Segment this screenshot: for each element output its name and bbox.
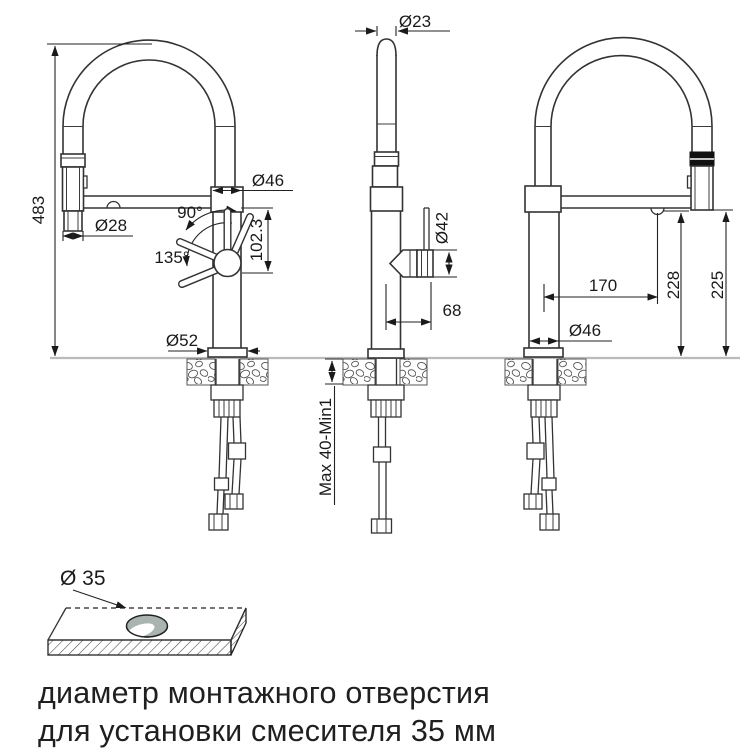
- back-dimensions: 170 228 225 Ø46: [529, 209, 733, 357]
- supply-hose: [370, 417, 393, 534]
- side-countertop-section: [342, 358, 428, 534]
- slab-front-face: [47, 639, 232, 656]
- back-faucet-body: [523, 36, 715, 358]
- mounting-nut: [527, 384, 561, 401]
- dim-label-max-min: Max 40-Min1: [316, 398, 335, 496]
- base-flange: [523, 347, 564, 358]
- spout-arc-outer: [62, 39, 236, 127]
- spout-arc-outer: [534, 36, 713, 127]
- spout-collar: [373, 151, 400, 167]
- spray-clip: [686, 175, 692, 189]
- spray-clip: [82, 175, 88, 189]
- supply-hoses: [208, 416, 247, 531]
- hole-diameter-label: Ø 35: [60, 567, 106, 590]
- dim-label-d42: Ø42: [433, 212, 452, 244]
- base-flange: [207, 347, 248, 358]
- back-view: 170 228 225 Ø46: [504, 36, 733, 531]
- handle-positions: [176, 208, 254, 288]
- dim-label-483: 483: [29, 196, 48, 224]
- nut-splines: [375, 400, 397, 417]
- side-dimensions: Ø23 Ø42 68 Max 40-Min1: [316, 12, 461, 505]
- spout-tip: [376, 38, 397, 57]
- dim-label-68: 68: [443, 301, 462, 320]
- dim-label-228: 228: [664, 271, 683, 299]
- handle-hub: [388, 249, 418, 278]
- front-dimensions: 483 Ø46 102.3 90° 135° Ø28 Ø52: [29, 43, 293, 357]
- dim-label-90deg: 90°: [177, 203, 203, 222]
- caption-line-1: диаметр монтажного отверстия: [38, 676, 490, 710]
- body-top-block: [524, 185, 562, 213]
- front-countertop-section: [186, 358, 269, 531]
- nut-splines: [218, 400, 235, 417]
- dim-label-170: 170: [589, 276, 617, 295]
- caption-line-2: для установки смесителя 35 мм: [38, 714, 496, 748]
- handle-body: [416, 249, 434, 278]
- mounting-nut: [210, 384, 244, 401]
- dim-label-d46-back: Ø46: [569, 321, 601, 340]
- caption: диаметр монтажного отверстия для установ…: [38, 676, 496, 748]
- back-countertop-section: [504, 358, 587, 531]
- side-view: Ø23 Ø42 68 Max 40-Min1: [316, 12, 461, 534]
- outlet-button: [106, 200, 121, 209]
- spout-arc-inner: [82, 59, 216, 127]
- dim-label-d52: Ø52: [166, 331, 198, 350]
- spray-head-collar: [60, 153, 86, 168]
- mounting-nut: [367, 384, 405, 401]
- dim-label-135deg: 135°: [154, 248, 189, 267]
- spray-head: [690, 165, 714, 211]
- body-top-block: [369, 186, 404, 212]
- nut-splines: [535, 400, 552, 417]
- mounting-hole-diagram: Ø 35: [47, 567, 247, 656]
- dim-label-102-3: 102.3: [247, 219, 266, 262]
- base-flange: [367, 348, 405, 359]
- dim-label-d23: Ø23: [399, 12, 431, 31]
- spray-head: [61, 166, 85, 212]
- side-faucet-body: [367, 38, 434, 359]
- dim-label-d46: Ø46: [252, 171, 284, 190]
- hole-leader-arrow: [72, 589, 127, 609]
- spout-arc-inner: [550, 54, 693, 127]
- handle-joint: [213, 248, 242, 278]
- front-view: 483 Ø46 102.3 90° 135° Ø28 Ø52: [29, 39, 293, 531]
- dim-label-d28: Ø28: [95, 216, 127, 235]
- front-faucet-body: [60, 39, 254, 358]
- supply-hoses: [523, 416, 560, 531]
- dim-label-225: 225: [708, 271, 727, 299]
